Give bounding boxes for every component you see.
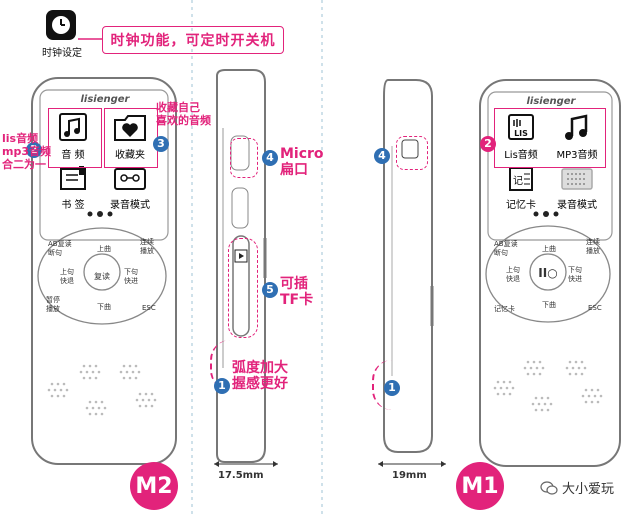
m2-btn-prev[interactable]: 上曲 [97, 245, 111, 253]
m2-tf-highlight [228, 238, 258, 338]
m2-side-device [216, 69, 267, 463]
m2-icon-favorites[interactable]: 收藏夹 [104, 112, 156, 164]
m1-highlight-audio [494, 108, 606, 168]
m1-side-device [383, 79, 434, 453]
clock-feature-title: 时钟功能，可定时开关机 [110, 33, 276, 49]
m1-icon-mp3-audio[interactable]: MP3音频 [550, 112, 604, 164]
m2-brand: lisienger [80, 94, 130, 105]
m1-icon-recording[interactable]: 录音模式 [550, 166, 604, 212]
m2-number-2: 2 [26, 138, 42, 158]
clock-icon-label: 时钟设定 [42, 48, 82, 59]
m1-btn-break-sentence: 断句 [494, 249, 508, 257]
m2-number-4: 4 [262, 146, 278, 166]
m1-btn-next-fast[interactable]: 下句 快进 [568, 266, 582, 283]
m2-model-badge: M2 [130, 462, 178, 510]
m2-number-1: 1 [214, 374, 230, 394]
m2-icon-recording[interactable]: 录音模式 [104, 166, 156, 212]
m1-btn-prev[interactable]: 上曲 [542, 245, 556, 253]
m2-btn-pause-play[interactable]: 暂停 播放 [46, 296, 60, 313]
m2-btn-ab-repeat[interactable]: AB复读断句 [48, 240, 72, 257]
svg-text:LIS: LIS [514, 129, 528, 138]
cassette-icon [114, 168, 146, 190]
music-note-icon [59, 113, 87, 141]
m2-highlight-audio [48, 108, 102, 168]
wechat-icon [540, 480, 558, 495]
m2-annotation-grip: 弧度加大 握感更好 [232, 360, 288, 392]
music-note-icon [565, 114, 588, 140]
m1-btn-esc[interactable]: ESC [588, 304, 602, 312]
m2-grip-arc [210, 340, 238, 390]
m1-icon-lis-audio[interactable]: LIS Lis音频 [496, 112, 546, 164]
m2-icon-favorites-label: 收藏夹 [115, 150, 145, 161]
m2-icon-recording-label: 录音模式 [110, 200, 150, 211]
m2-btn-prev-fast[interactable]: 上句 快退 [60, 268, 74, 285]
m2-btn-break-sentence: 断句 [48, 249, 62, 257]
m2-btn-next-fast[interactable]: 下句 快进 [124, 268, 138, 285]
svg-text:II○: II○ [538, 266, 557, 280]
m2-icon-bookmark-label: 书 签 [61, 200, 85, 211]
m1-icon-lis-audio-label: Lis音频 [504, 150, 538, 161]
m2-btn-continuous-play[interactable]: 连续 播放 [140, 238, 154, 255]
m2-icon-bookmark[interactable]: 书 签 [50, 166, 96, 212]
m1-brand: lisienger [526, 96, 576, 107]
m2-number-3: 3 [153, 132, 169, 152]
m2-annotation-lis-mp3: lis音频 mp3音频 合二为一 [2, 132, 51, 171]
watermark: 大小爱玩 [540, 478, 614, 497]
m2-annotation-tf-card: 可插 TF卡 [280, 276, 314, 308]
m1-btn-memory-card[interactable]: 记忆卡 [494, 305, 515, 313]
m2-btn-repeat[interactable]: 复读 [94, 272, 110, 281]
m2-thickness-arrow [214, 461, 278, 467]
clock-feature-title-box: 时钟功能，可定时开关机 [102, 26, 284, 54]
book-icon [60, 166, 86, 190]
m1-number-2: 2 [480, 132, 496, 152]
m1-usb-highlight [396, 136, 428, 170]
m1-thickness-label: 19mm [392, 470, 427, 481]
m1-icon-memory-card[interactable]: 记 记忆卡 [496, 166, 546, 212]
svg-text:记: 记 [513, 175, 523, 187]
m1-icon-mp3-audio-label: MP3音频 [556, 150, 598, 161]
memory-card-icon: 记 [509, 167, 533, 191]
m2-highlight-favorites [104, 108, 158, 168]
m1-btn-ab-repeat[interactable]: AB复读断句 [494, 240, 518, 257]
m1-btn-next[interactable]: 下曲 [542, 301, 556, 309]
m1-icon-memory-card-label: 记忆卡 [506, 200, 536, 211]
m1-thickness-arrow [378, 461, 446, 467]
m2-btn-next[interactable]: 下曲 [97, 303, 111, 311]
clock-icon [46, 10, 76, 40]
m1-model-badge: M1 [456, 462, 504, 510]
m1-icon-recording-label: 录音模式 [557, 200, 597, 211]
m2-icon-audio-label: 音 频 [61, 150, 85, 161]
m1-number-4: 4 [374, 144, 390, 164]
m1-btn-continuous-play[interactable]: 连续 播放 [586, 238, 600, 255]
cassette-icon [561, 168, 593, 190]
m2-number-5: 5 [262, 278, 278, 298]
m2-usb-highlight [230, 138, 258, 178]
m1-number-1: 1 [384, 376, 400, 396]
m2-icon-audio[interactable]: 音 频 [50, 112, 96, 164]
m2-annotation-micro-port: Micro 扁口 [280, 146, 324, 178]
m1-btn-prev-fast[interactable]: 上句 快退 [506, 266, 520, 283]
watermark-text: 大小爱玩 [562, 482, 615, 497]
m2-btn-esc[interactable]: ESC [142, 304, 156, 312]
m2-thickness-label: 17.5mm [218, 470, 264, 481]
heart-folder-icon [114, 115, 146, 141]
m1-grip-arc [372, 360, 396, 410]
clock-arrow [78, 38, 102, 40]
clock-feature: 时钟设定 时钟功能，可定时开关机 [36, 8, 296, 64]
lis-audio-icon: LIS [508, 114, 534, 140]
m2-annotation-favorite: 收藏自己 喜欢的音频 [156, 101, 211, 127]
